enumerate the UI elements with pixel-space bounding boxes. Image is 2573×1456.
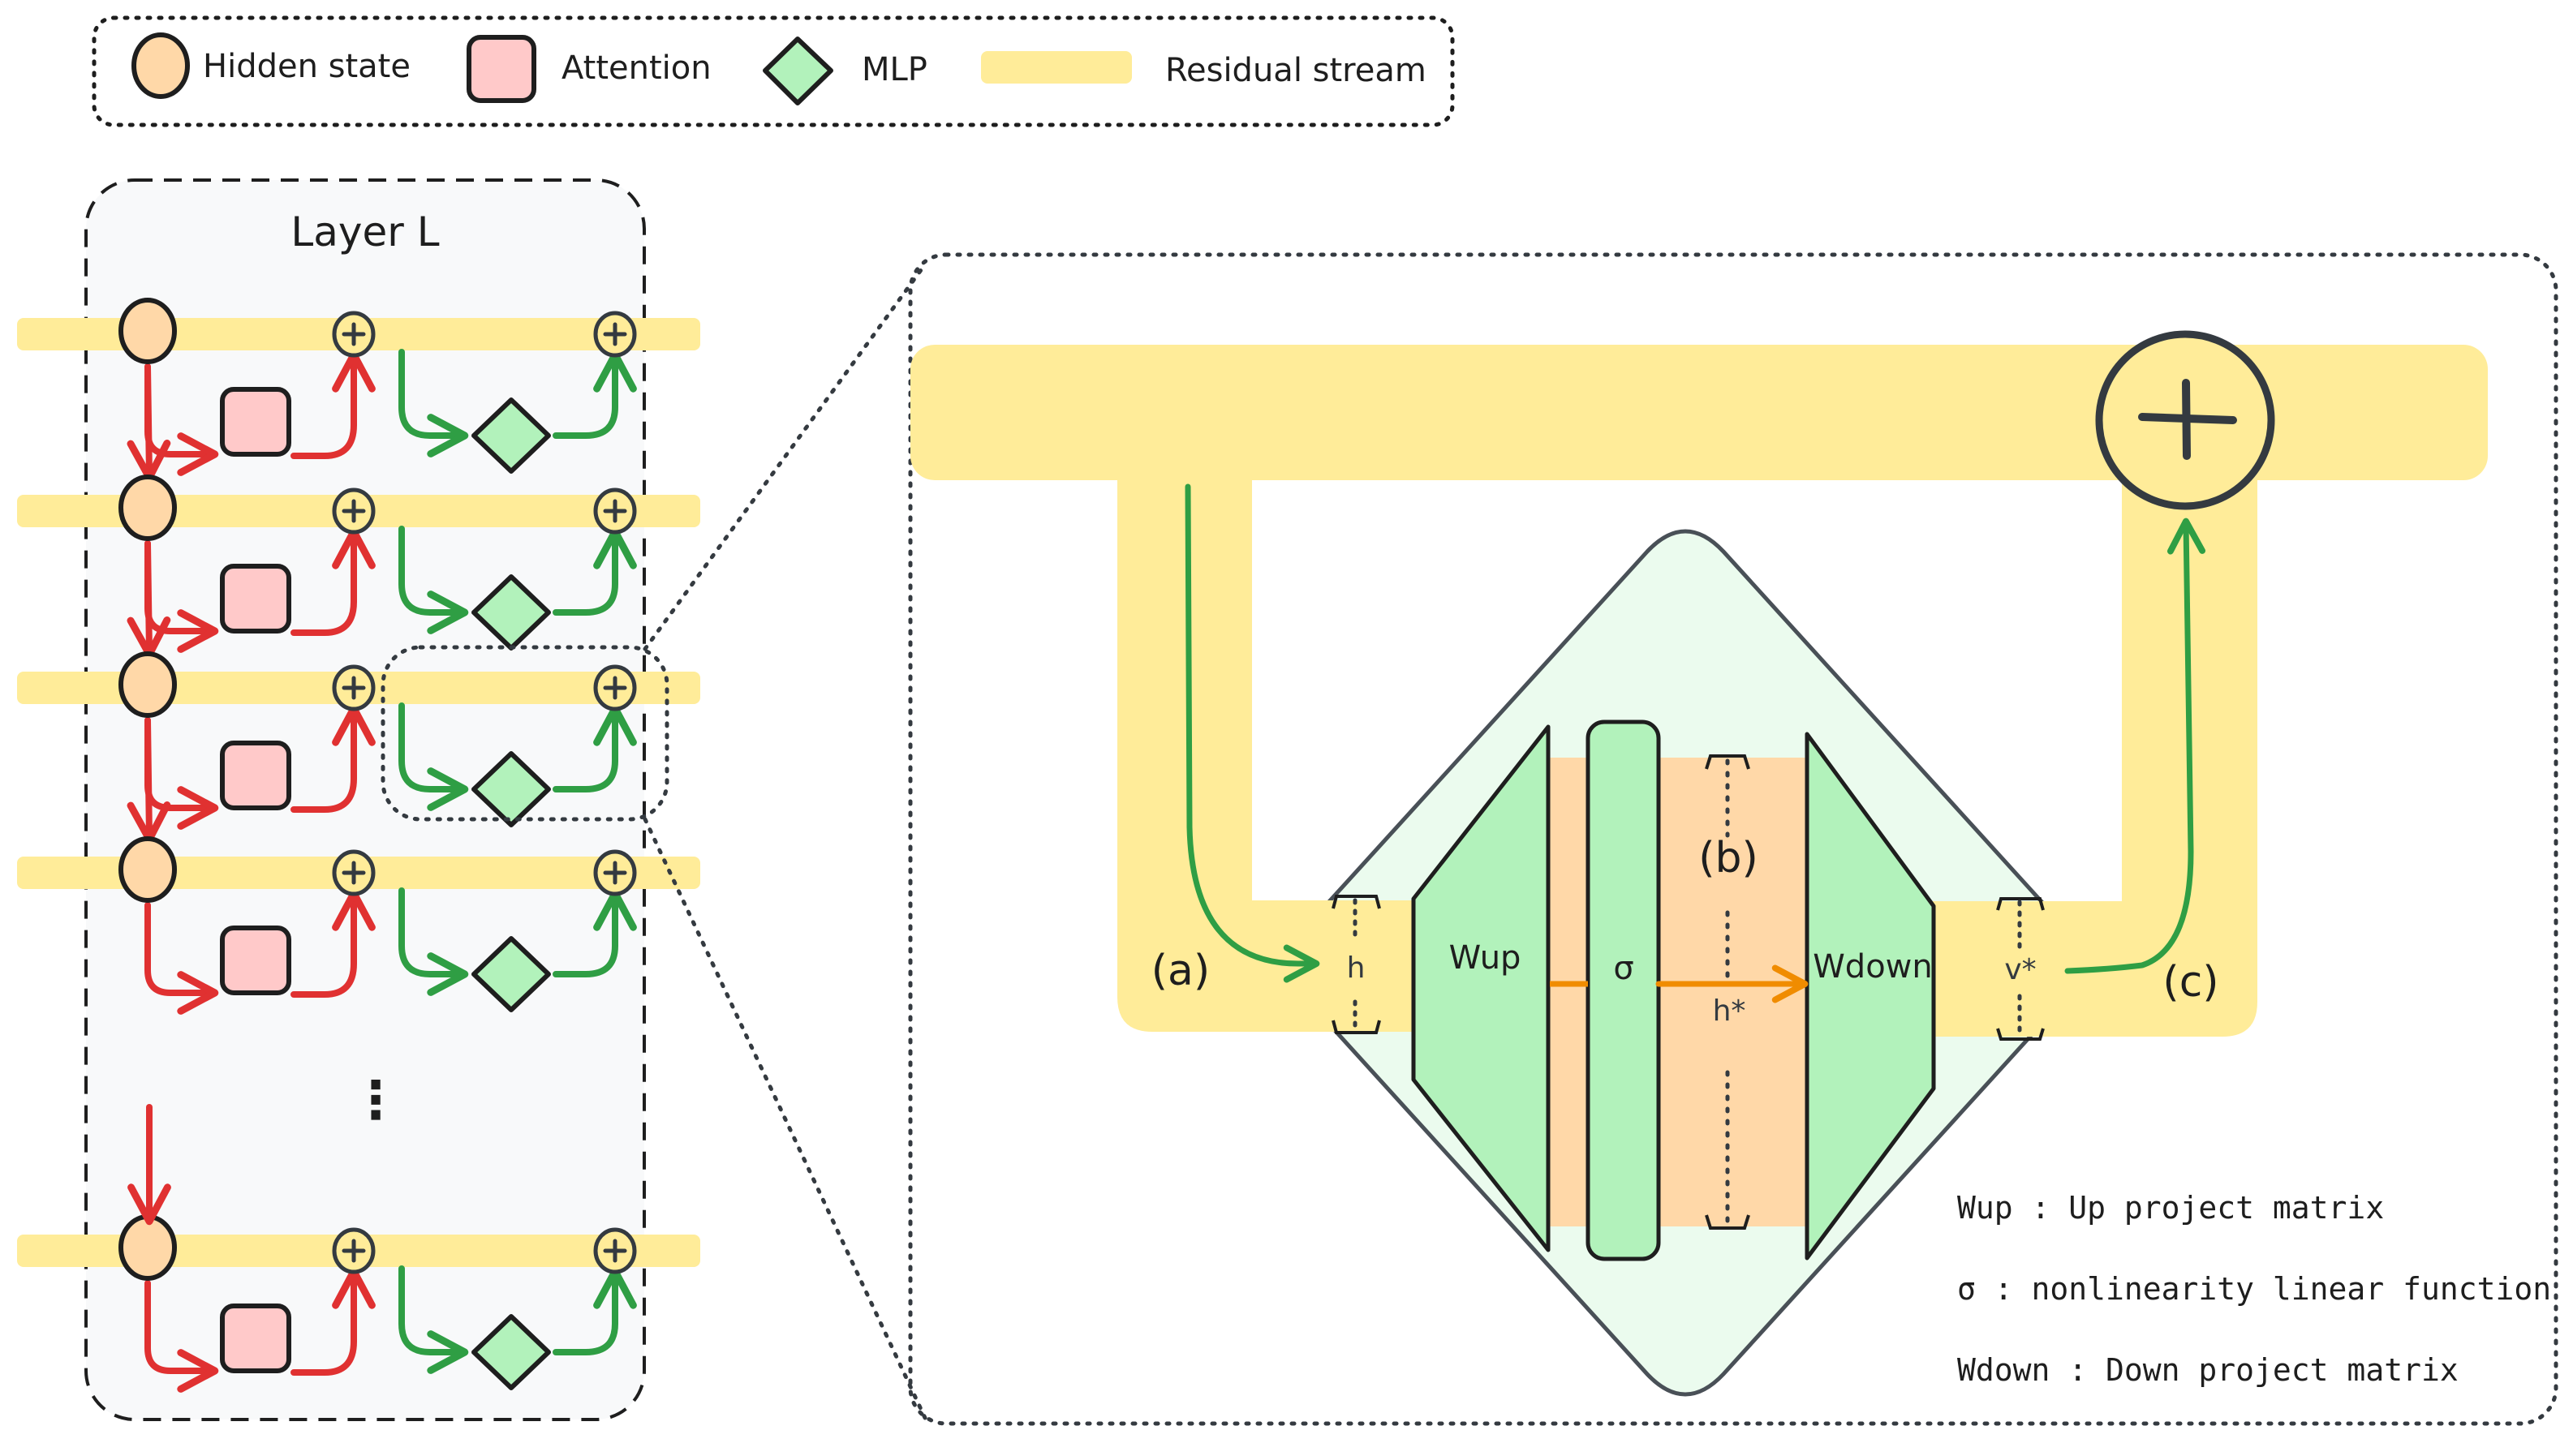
mlp-output-arrow (553, 527, 637, 616)
residual-stream-icon (981, 51, 1132, 84)
mlp-block (471, 751, 551, 827)
w-down-label: Wdown (1813, 948, 1932, 986)
sigma-block (1586, 719, 1661, 1261)
layer-rows (17, 298, 700, 1393)
mlp-block (471, 1314, 551, 1390)
zoom-connector-top (643, 262, 927, 651)
output-arrow (2064, 518, 2206, 974)
hidden-state-flow-arrow (127, 363, 171, 482)
attention-block (220, 387, 291, 457)
layer-panel: Layer L ⋮ (17, 178, 700, 1421)
attention-block (220, 564, 291, 634)
attention-add-node (332, 664, 376, 711)
legend-label-mlp: MLP (862, 51, 927, 88)
label-a: (a) (1151, 947, 1210, 995)
note-w-up: Wup : Up project matrix (1957, 1190, 2384, 1226)
hidden-state-icon (131, 32, 190, 99)
mlp-highlight-box (381, 645, 669, 822)
attention-add-node (332, 487, 376, 535)
legend: Hidden state Attention MLP Residual stre… (92, 15, 1455, 127)
attention-output-arrow (290, 1267, 376, 1376)
hidden-state-node (118, 475, 177, 541)
label-b: (b) (1698, 834, 1758, 883)
mlp-add-node (593, 664, 637, 711)
attention-block (220, 926, 291, 995)
hidden-state-node (118, 1214, 177, 1281)
residual-add-node (2095, 330, 2275, 510)
hidden-state-node (118, 651, 177, 718)
attention-add-node (332, 849, 376, 896)
zoom-connector-bottom (643, 817, 927, 1420)
attention-block (220, 741, 291, 810)
attention-add-node (332, 1227, 376, 1274)
mlp-input-arrow (398, 702, 469, 811)
attention-output-arrow (290, 704, 376, 813)
sigma-label: σ (1613, 950, 1633, 987)
note-sigma: σ : nonlinearity linear function (1957, 1271, 2551, 1307)
dim-label-h: h (1347, 951, 1366, 985)
w-up-block (1411, 724, 1551, 1252)
residual-branch-out (1933, 480, 2257, 1037)
mlp-input-arrow (398, 526, 469, 634)
hidden-state-flow-arrow (127, 540, 171, 659)
layer-row (17, 836, 700, 1015)
note-w-down: Wdown : Down project matrix (1957, 1352, 2459, 1388)
input-arrow (1185, 483, 1320, 983)
layer-row (17, 1214, 700, 1393)
dim-label-v-star: v* (2004, 953, 2036, 986)
mlp-block (471, 397, 551, 474)
dim-label-h-star: h* (1713, 994, 1746, 1028)
layer-row (17, 298, 700, 482)
mlp-detail-panel: (a) (b) (c) h h* v* Wup σ Wdown Wup : Up… (908, 252, 2558, 1426)
layer-row (17, 651, 700, 844)
residual-branch-in (1117, 480, 1420, 1032)
mlp-input-arrow (398, 887, 469, 996)
layer-title: Layer L (290, 208, 439, 256)
mlp-icon (763, 37, 833, 105)
attention-output-arrow (290, 350, 376, 459)
w-down-block (1805, 732, 1936, 1261)
layer-row (17, 475, 700, 659)
attention-input-arrow (144, 1280, 219, 1393)
mlp-output-arrow (553, 1267, 637, 1355)
mlp-add-node (593, 311, 637, 358)
mlp-add-node (593, 487, 637, 535)
w-up-label: Wup (1449, 939, 1521, 977)
mlp-add-node (593, 1227, 637, 1274)
v-star-dimension (1996, 897, 2045, 1041)
mlp-block (471, 936, 551, 1012)
hidden-state-node (118, 298, 177, 364)
mlp-output-arrow (553, 889, 637, 977)
mlp-input-arrow (398, 1265, 469, 1374)
attention-output-arrow (290, 889, 376, 998)
h-dimension (1332, 895, 1381, 1034)
residual-stream-main (910, 345, 2488, 480)
label-c: (c) (2162, 958, 2218, 1007)
legend-label-residual-stream: Residual stream (1165, 52, 1426, 89)
h-star-dimension (1705, 754, 1750, 1230)
attention-input-arrow (144, 902, 219, 1015)
attention-block (220, 1304, 291, 1373)
hidden-state-node (118, 836, 177, 903)
legend-label-attention: Attention (561, 49, 712, 87)
mlp-input-arrow (398, 349, 469, 457)
mlp-output-arrow (553, 704, 637, 792)
layer-panel-border (84, 178, 646, 1421)
legend-border (92, 15, 1455, 127)
attention-icon (467, 35, 536, 103)
hidden-state-flow-arrow (127, 717, 171, 844)
mlp-output-arrow (553, 350, 637, 439)
layer-ellipsis: ⋮ (350, 1071, 402, 1131)
mlp-add-node (593, 849, 637, 896)
detail-panel-border (908, 252, 2558, 1426)
attention-output-arrow (290, 527, 376, 636)
attention-add-node (332, 311, 376, 358)
legend-label-hidden-state: Hidden state (203, 48, 411, 85)
